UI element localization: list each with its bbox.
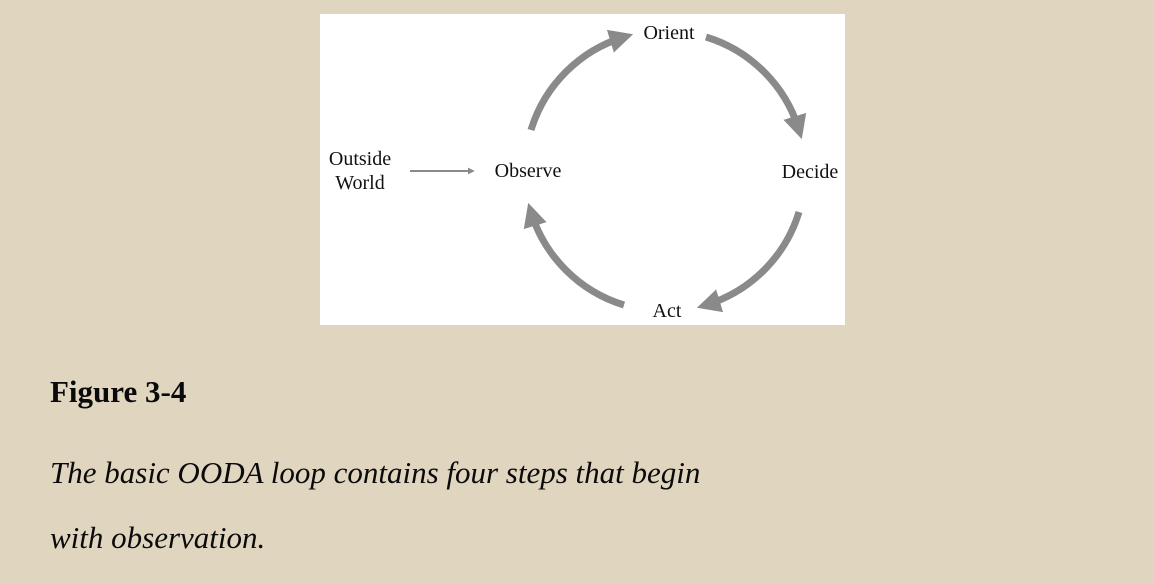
node-outside-world-line2: World	[335, 172, 385, 194]
node-decide: Decide	[781, 161, 839, 183]
arc-decide-to-act	[696, 210, 803, 313]
node-orient: Orient	[643, 22, 695, 44]
arc-act-to-observe	[523, 202, 626, 309]
arc-observe-to-orient	[527, 29, 634, 132]
figure-caption-line2: with observation.	[50, 520, 266, 555]
node-observe: Observe	[494, 160, 562, 182]
node-outside-world-line1: Outside	[328, 148, 392, 170]
arc-orient-to-decide	[704, 33, 807, 140]
ooda-loop-arrows	[410, 29, 807, 313]
ooda-diagram-panel: Orient Decide Act Observe Outside World	[320, 14, 845, 325]
figure-caption-line1: The basic OODA loop contains four steps …	[50, 455, 701, 490]
figure-caption: The basic OODA loop contains four steps …	[50, 440, 700, 570]
figure-label: Figure 3-4	[50, 374, 187, 409]
node-outside-world: Outside World	[329, 147, 391, 195]
node-act: Act	[652, 300, 682, 322]
